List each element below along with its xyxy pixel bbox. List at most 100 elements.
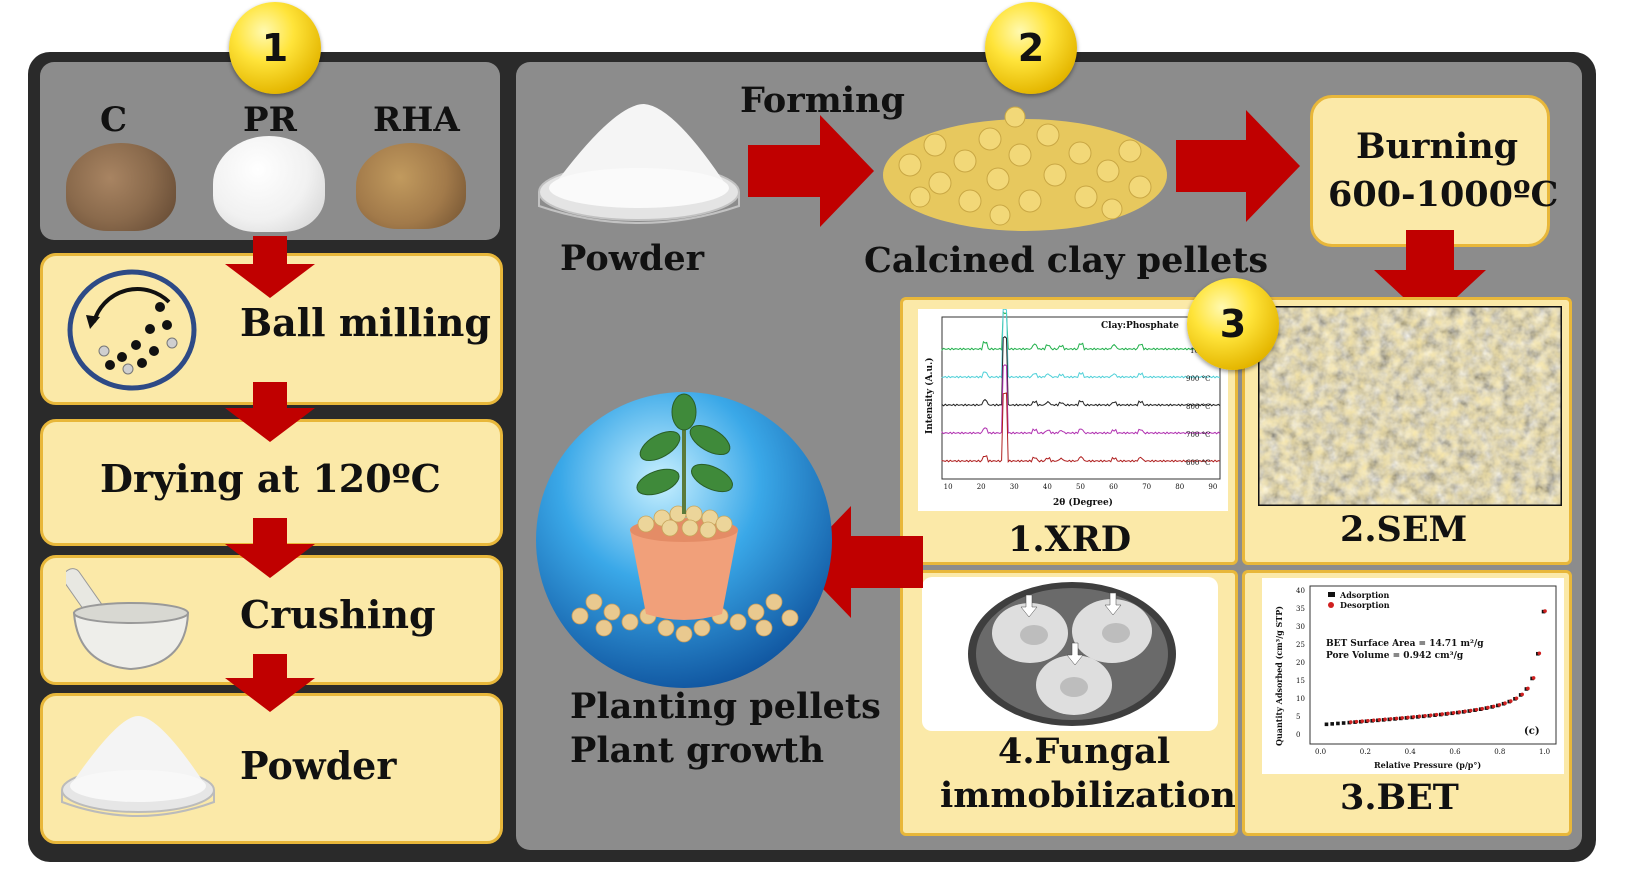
xrd-xtick-label: 70 [1142,483,1151,491]
bet-xtick-label: 0.0 [1315,748,1326,756]
sem-image [1258,306,1562,506]
xrd-trace-1 [941,309,1220,379]
bet-desorption-point [1411,715,1416,719]
phosphate-rock-powder-pile [213,136,325,232]
xrd-series-label-700: 700 °C [1186,431,1210,439]
bet-desorption-point [1377,718,1382,722]
process-powder-label: Powder [560,238,705,279]
bet-desorption-point [1468,708,1473,713]
bet-desorption-point [1497,703,1502,707]
bet-ytick-label: 35 [1296,605,1305,613]
bet-desorption-point [1526,686,1530,691]
bet-adsorption-point [1330,722,1334,726]
bet-desorption-point [1389,717,1393,721]
xrd-trace-3 [941,364,1221,435]
powder-step-label: Powder [240,743,397,788]
bet-desorption-point [1480,706,1485,711]
xrd-trace-2 [941,336,1221,407]
material-label-pr: PR [243,100,297,140]
bet-ytick-label: 10 [1296,695,1305,703]
bet-desorption-point [1394,716,1399,721]
bet-desorption-point [1400,716,1405,720]
bet-desorption-point [1537,651,1542,656]
bet-desorption-point [1491,704,1496,709]
bet-desorption-point [1451,710,1456,715]
to-sem-arrow [1374,230,1486,322]
xrd-xtick-label: 80 [1175,483,1184,491]
bet-desorption-point [1371,718,1376,723]
bet-desorption-point [1354,719,1359,724]
bet-desorption-point [1543,609,1547,613]
xrd-xtick-label: 20 [977,483,986,491]
material-label-rha: RHA [373,100,460,140]
bet-adsorption-point [1341,721,1346,725]
bet-desorption-point [1423,714,1427,718]
bet-desorption-point [1428,713,1433,718]
bet-xtick-label: 1.0 [1539,748,1550,756]
clay-powder-pile [66,143,176,231]
fungal-caption-line1: 4.Fungal [998,731,1171,772]
bet-legend-desorption: Desorption [1340,600,1390,610]
mortar-pestle-icon [66,568,190,671]
bet-desorption-point [1531,676,1536,680]
bet-desorption-point [1406,715,1410,720]
bet-ylabel: Quantity Adsorbed (cm³/g STP) [1274,606,1284,746]
bet-desorption-point [1434,712,1439,717]
bet-desorption-point [1383,717,1387,722]
drying-label: Drying at 120ºC [100,456,441,501]
forming-label: Forming [740,80,905,121]
forming-arrow [748,115,874,227]
xrd-plot: Clay:Phosphate Intensity (A.u.) 2θ (Degr… [918,309,1228,511]
xrd-xlabel: 2θ (Degree) [1053,497,1113,508]
bet-annotation-surface-area: BET Surface Area = 14.71 m²/g [1326,639,1484,649]
bet-xtick-label: 0.6 [1449,748,1461,756]
bet-annotation-pore-volume: Pore Volume = 0.942 cm³/g [1326,651,1464,661]
planting-label-line1: Planting pellets [570,686,881,727]
xrd-xtick-label: 90 [1208,483,1217,491]
bet-legend-adsorption: Adsorption [1339,590,1390,600]
bet-desorption-point [1366,718,1370,723]
bet-ytick-label: 40 [1296,587,1305,595]
xrd-series-label-600: 600 °C [1186,459,1210,467]
sem-caption: 2.SEM [1340,509,1468,550]
powder-dish-image [538,104,740,224]
bet-adsorption-point [1336,721,1340,726]
xrd-trace-0 [941,311,1221,351]
calcined-pellets-image [883,106,1167,231]
bet-desorption-point [1514,696,1519,701]
burning-arrow [1176,110,1300,222]
bet-desorption-point [1349,720,1353,724]
xrd-xtick-label: 60 [1109,483,1118,491]
xrd-series-label-900: 900 °C [1186,375,1210,383]
bet-ytick-label: 30 [1296,623,1305,631]
xrd-ylabel: Intensity (A.u.) [924,358,935,435]
xrd-series-label-800: 800 °C [1186,403,1210,411]
burning-label-line2: 600-1000ºC [1328,174,1559,215]
left-flow-arrows [225,236,315,712]
xrd-title: Clay:Phosphate [1101,321,1179,331]
planting-pellets-image [536,392,832,688]
bet-desorption-point [1417,714,1422,719]
bet-xtick-label: 0.8 [1494,748,1505,756]
bet-ytick-label: 25 [1296,641,1305,649]
step-badge-2: 2 [985,2,1077,94]
bet-desorption-point [1503,701,1507,706]
rice-husk-ash-pile [356,143,466,229]
step-badge-3: 3 [1187,278,1279,370]
bet-desorption-point [1486,705,1490,710]
xrd-trace-4 [941,392,1221,463]
bet-adsorption-point [1324,722,1329,727]
planting-label-line2: Plant growth [570,730,825,771]
fungal-caption-line2: immobilization [940,775,1236,816]
bet-desorption-point [1360,719,1365,723]
bet-xtick-label: 0.2 [1360,748,1371,756]
ball-mill-icon [67,269,197,391]
burning-card [1310,95,1550,247]
crushing-label: Crushing [240,592,436,637]
burning-label-line1: Burning [1356,126,1519,167]
bet-desorption-point [1474,707,1479,712]
